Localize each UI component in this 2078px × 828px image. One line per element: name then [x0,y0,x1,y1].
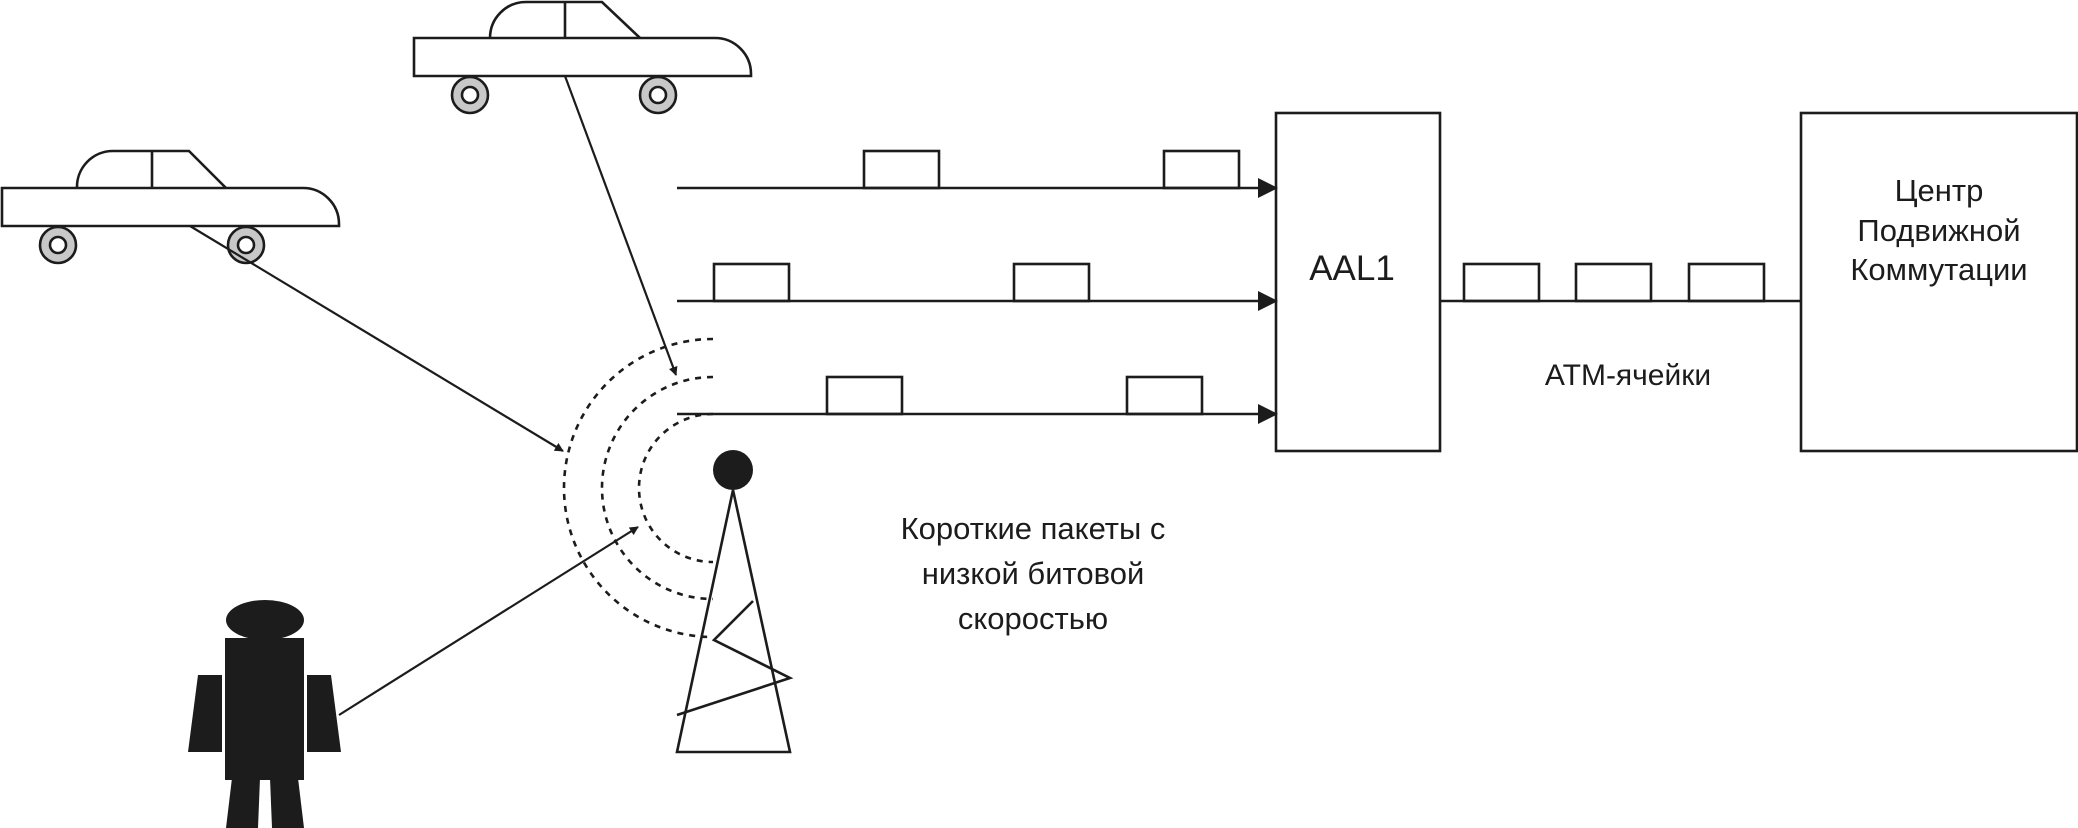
mobile-switching-center-box: Центр Подвижной Коммутации [1799,111,2078,453]
atm-cell [1574,262,1653,303]
uplink-arrow-person [338,526,639,716]
wheel-icon [38,225,78,265]
uplink-arrow-left-car [189,225,564,452]
aal1-label: AAL1 [1309,249,1395,288]
packet-stream-3 [677,375,1278,424]
short-packets-caption: Короткие пакеты с низкой битовой скорост… [901,511,1166,636]
msc-label-line3: Коммутации [1850,252,2027,287]
car-icon-left [0,149,341,265]
msc-label-line2: Подвижной [1857,213,2020,248]
radio-waves-icon [562,337,714,639]
caption-line2: низкой битовой [922,556,1145,591]
atm-cell [1462,262,1541,303]
packet [825,375,904,416]
packet [862,149,941,190]
atm-cell [1687,262,1766,303]
packet [1125,375,1204,416]
caption-line1: Короткие пакеты с [901,511,1166,546]
atm-cells-label: ATM-ячейки [1545,359,1711,392]
uplink-arrow-top-car [563,75,678,376]
aal1-box: AAL1 [1274,111,1442,453]
wheel-icon [450,75,490,115]
packet [712,262,791,303]
packet-stream-1 [677,149,1278,198]
packet [1162,149,1241,190]
msc-label-line1: Центр [1895,173,1984,208]
atm-cell-stream [1440,262,1801,303]
packet-stream-2 [677,262,1278,311]
person-icon [188,600,341,828]
car-icon-top [412,0,753,115]
wheel-icon [638,75,678,115]
caption-line3: скоростью [958,601,1108,636]
radio-tower-icon [675,450,794,754]
wheel-icon [226,225,266,265]
packet [1012,262,1091,303]
